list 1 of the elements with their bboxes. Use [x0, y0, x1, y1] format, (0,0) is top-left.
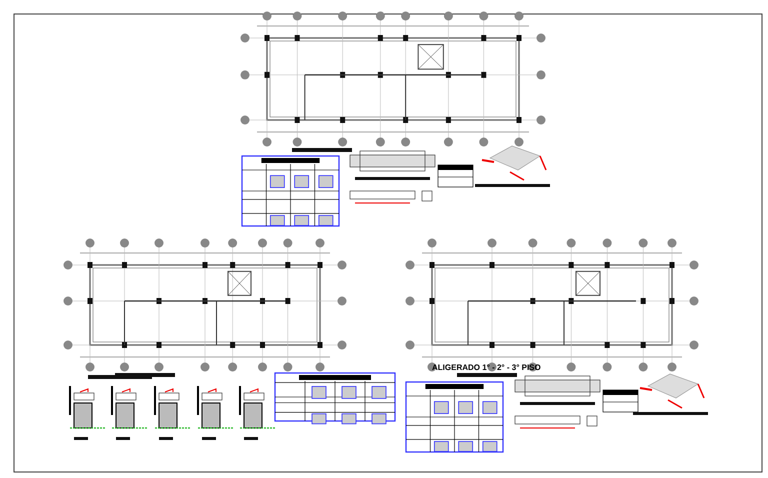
- plan-title: ALIGERADO 1° - 2° - 3° PISO: [432, 364, 541, 372]
